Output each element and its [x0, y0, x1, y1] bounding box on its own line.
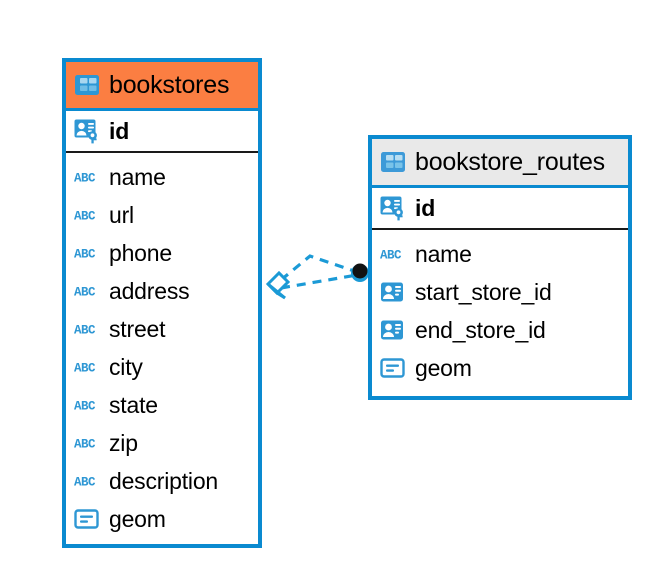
geometry-icon — [74, 509, 99, 529]
field-row-start-store-id[interactable]: start_store_id — [380, 273, 628, 311]
geometry-icon — [380, 358, 405, 378]
field-label: geom — [109, 505, 166, 532]
field-label: end_store_id — [415, 316, 546, 343]
svg-text:ABC: ABC — [74, 286, 96, 299]
svg-text:ABC: ABC — [74, 248, 96, 261]
entity-title-label: bookstores — [109, 70, 230, 99]
field-label: name — [109, 163, 166, 190]
field-row-geom[interactable]: geom — [380, 349, 628, 387]
field-label: phone — [109, 239, 172, 266]
text-type-icon: ABC — [74, 476, 97, 489]
primary-key-label: id — [415, 194, 436, 221]
entity-title-label: bookstore_routes — [415, 147, 605, 176]
entity-header-bookstore-routes[interactable]: bookstore_routes — [372, 139, 628, 185]
relationship-connector[interactable] — [255, 240, 375, 315]
svg-text:ABC: ABC — [74, 438, 96, 451]
field-label: street — [109, 315, 166, 342]
text-type-icon: ABC — [74, 286, 97, 299]
relationship-branch-lower — [280, 273, 358, 290]
svg-text:ABC: ABC — [74, 400, 96, 413]
field-row-street[interactable]: ABC street — [74, 310, 258, 348]
primary-key-icon — [380, 196, 403, 220]
field-list-bookstore-routes: ABC name start_store_id — [372, 230, 628, 393]
text-type-icon: ABC — [74, 248, 97, 261]
text-type-icon: ABC — [74, 210, 97, 223]
field-row-geom[interactable]: geom — [74, 500, 258, 538]
text-type-icon: ABC — [74, 438, 97, 451]
foreign-key-icon — [381, 320, 403, 340]
relationship-target-marker-circle — [351, 263, 369, 282]
field-list-bookstores: ABC name ABC url ABC phone ABC — [66, 153, 258, 544]
field-row-name[interactable]: ABC name — [380, 235, 628, 273]
svg-text:ABC: ABC — [380, 249, 402, 262]
text-type-icon: ABC — [380, 249, 403, 262]
field-label: state — [109, 391, 158, 418]
field-label: zip — [109, 429, 138, 456]
field-row-url[interactable]: ABC url — [74, 196, 258, 234]
text-type-icon: ABC — [74, 172, 97, 185]
field-row-zip[interactable]: ABC zip — [74, 424, 258, 462]
text-type-icon: ABC — [74, 400, 97, 413]
field-row-end-store-id[interactable]: end_store_id — [380, 311, 628, 349]
field-label: description — [109, 467, 219, 494]
text-type-icon: ABC — [74, 362, 97, 375]
primary-key-row-bookstores[interactable]: id — [66, 108, 258, 153]
relationship-branch-upper — [279, 254, 358, 282]
field-label: city — [109, 353, 143, 380]
field-label: name — [415, 240, 472, 267]
foreign-key-icon — [381, 282, 403, 302]
field-row-name[interactable]: ABC name — [74, 158, 258, 196]
field-row-address[interactable]: ABC address — [74, 272, 258, 310]
entity-table-bookstore-routes[interactable]: bookstore_routes id — [368, 135, 632, 400]
field-row-description[interactable]: ABC description — [74, 462, 258, 500]
field-label: start_store_id — [415, 278, 552, 305]
svg-text:ABC: ABC — [74, 210, 96, 223]
entity-table-bookstores[interactable]: bookstores id ABC — [62, 58, 262, 548]
svg-text:ABC: ABC — [74, 362, 96, 375]
table-icon — [75, 75, 99, 95]
primary-key-icon — [74, 119, 97, 143]
field-row-state[interactable]: ABC state — [74, 386, 258, 424]
field-label: geom — [415, 354, 472, 381]
svg-text:ABC: ABC — [74, 476, 96, 489]
field-label: url — [109, 201, 134, 228]
field-row-phone[interactable]: ABC phone — [74, 234, 258, 272]
text-type-icon: ABC — [74, 324, 97, 337]
svg-text:ABC: ABC — [74, 172, 96, 185]
relationship-source-marker-diamond — [265, 270, 291, 300]
primary-key-row-bookstore-routes[interactable]: id — [372, 185, 628, 230]
svg-text:ABC: ABC — [74, 324, 96, 337]
field-label: address — [109, 277, 190, 304]
field-row-city[interactable]: ABC city — [74, 348, 258, 386]
entity-header-bookstores[interactable]: bookstores — [66, 62, 258, 108]
primary-key-label: id — [109, 117, 130, 144]
table-icon — [381, 152, 405, 172]
